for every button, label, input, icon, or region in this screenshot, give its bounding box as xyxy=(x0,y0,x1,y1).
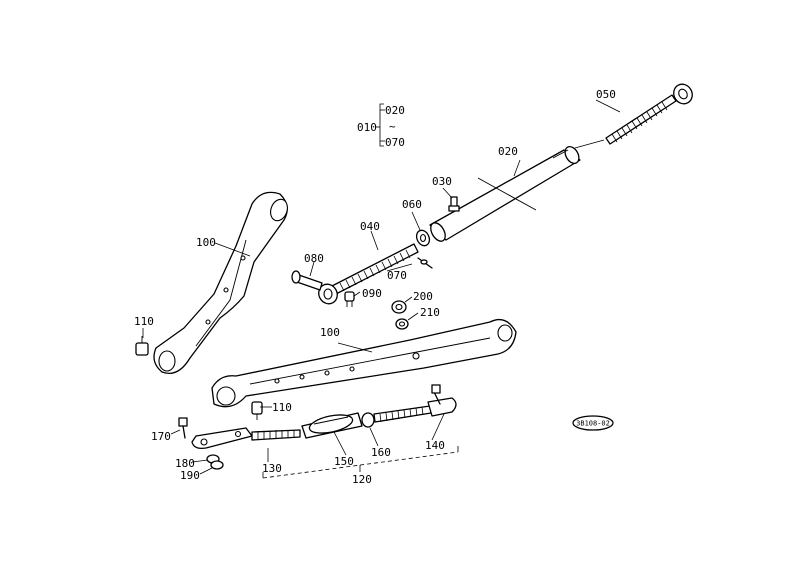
part-labels: 010 020 ~ 070 050 020 030 060 040 080 07… xyxy=(134,88,616,486)
part-130-bracket xyxy=(191,427,301,450)
part-170-bolt xyxy=(178,417,188,439)
part-110-bolt-lower xyxy=(251,401,263,420)
label-110-left: 110 xyxy=(134,315,154,328)
label-020: 020 xyxy=(498,145,518,158)
label-030: 030 xyxy=(432,175,452,188)
part-100-upper-arm xyxy=(153,191,288,375)
label-020-top: 020 xyxy=(385,104,405,117)
label-100-lower: 100 xyxy=(320,326,340,339)
reference-badge: 3B108-02 xyxy=(572,415,614,431)
part-020-tube xyxy=(429,145,581,242)
label-010: 010 xyxy=(357,121,377,134)
part-040-threaded-rod xyxy=(318,243,419,305)
label-150: 150 xyxy=(334,455,354,468)
leader-lines xyxy=(142,99,621,479)
label-060: 060 xyxy=(402,198,422,211)
label-160: 160 xyxy=(371,446,391,459)
label-180: 180 xyxy=(175,457,195,470)
label-210: 210 xyxy=(420,306,440,319)
stabilizer-assembly xyxy=(178,384,457,470)
label-tilde: ~ xyxy=(389,120,396,133)
label-100-upper: 100 xyxy=(196,236,216,249)
part-070-lock-pin xyxy=(417,257,433,269)
part-080-pin xyxy=(291,270,323,291)
part-050-threaded-rod xyxy=(574,83,693,149)
part-210-washer xyxy=(395,318,409,330)
label-110-lower: 110 xyxy=(272,401,292,414)
reference-code: 3B108-02 xyxy=(576,420,610,428)
label-140: 140 xyxy=(425,439,445,452)
label-070-top: 070 xyxy=(385,136,405,149)
label-120: 120 xyxy=(352,473,372,486)
part-060-nut xyxy=(415,229,431,247)
part-190-nut xyxy=(210,460,224,470)
part-200-nut xyxy=(391,300,407,314)
part-140-rod-end xyxy=(373,384,457,423)
label-200: 200 xyxy=(413,290,433,303)
label-130: 130 xyxy=(262,462,282,475)
part-090-clip xyxy=(344,291,355,307)
part-100-lower-arm xyxy=(211,318,517,408)
part-030-grease-nipple xyxy=(448,196,460,212)
label-190: 190 xyxy=(180,469,200,482)
label-050: 050 xyxy=(596,88,616,101)
label-090: 090 xyxy=(362,287,382,300)
label-080: 080 xyxy=(304,252,324,265)
part-150-turnbuckle xyxy=(301,412,363,439)
label-170: 170 xyxy=(151,430,171,443)
part-110-bolt-left xyxy=(135,336,149,356)
top-link-assembly xyxy=(291,83,693,330)
label-040: 040 xyxy=(360,220,380,233)
part-160-nut xyxy=(361,412,375,428)
label-070: 070 xyxy=(387,269,407,282)
